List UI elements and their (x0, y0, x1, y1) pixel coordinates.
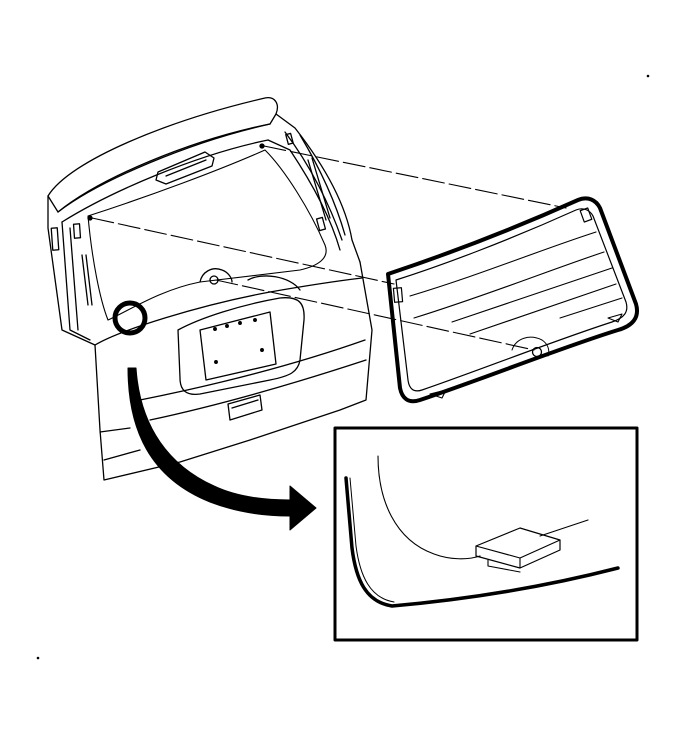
liftgate (47, 97, 373, 481)
alignment-lines (91, 145, 567, 351)
detail-inset (333, 426, 639, 642)
liftgate-window-glass (386, 196, 639, 404)
locator-circle (112, 300, 148, 336)
detail-arrow (127, 367, 317, 531)
